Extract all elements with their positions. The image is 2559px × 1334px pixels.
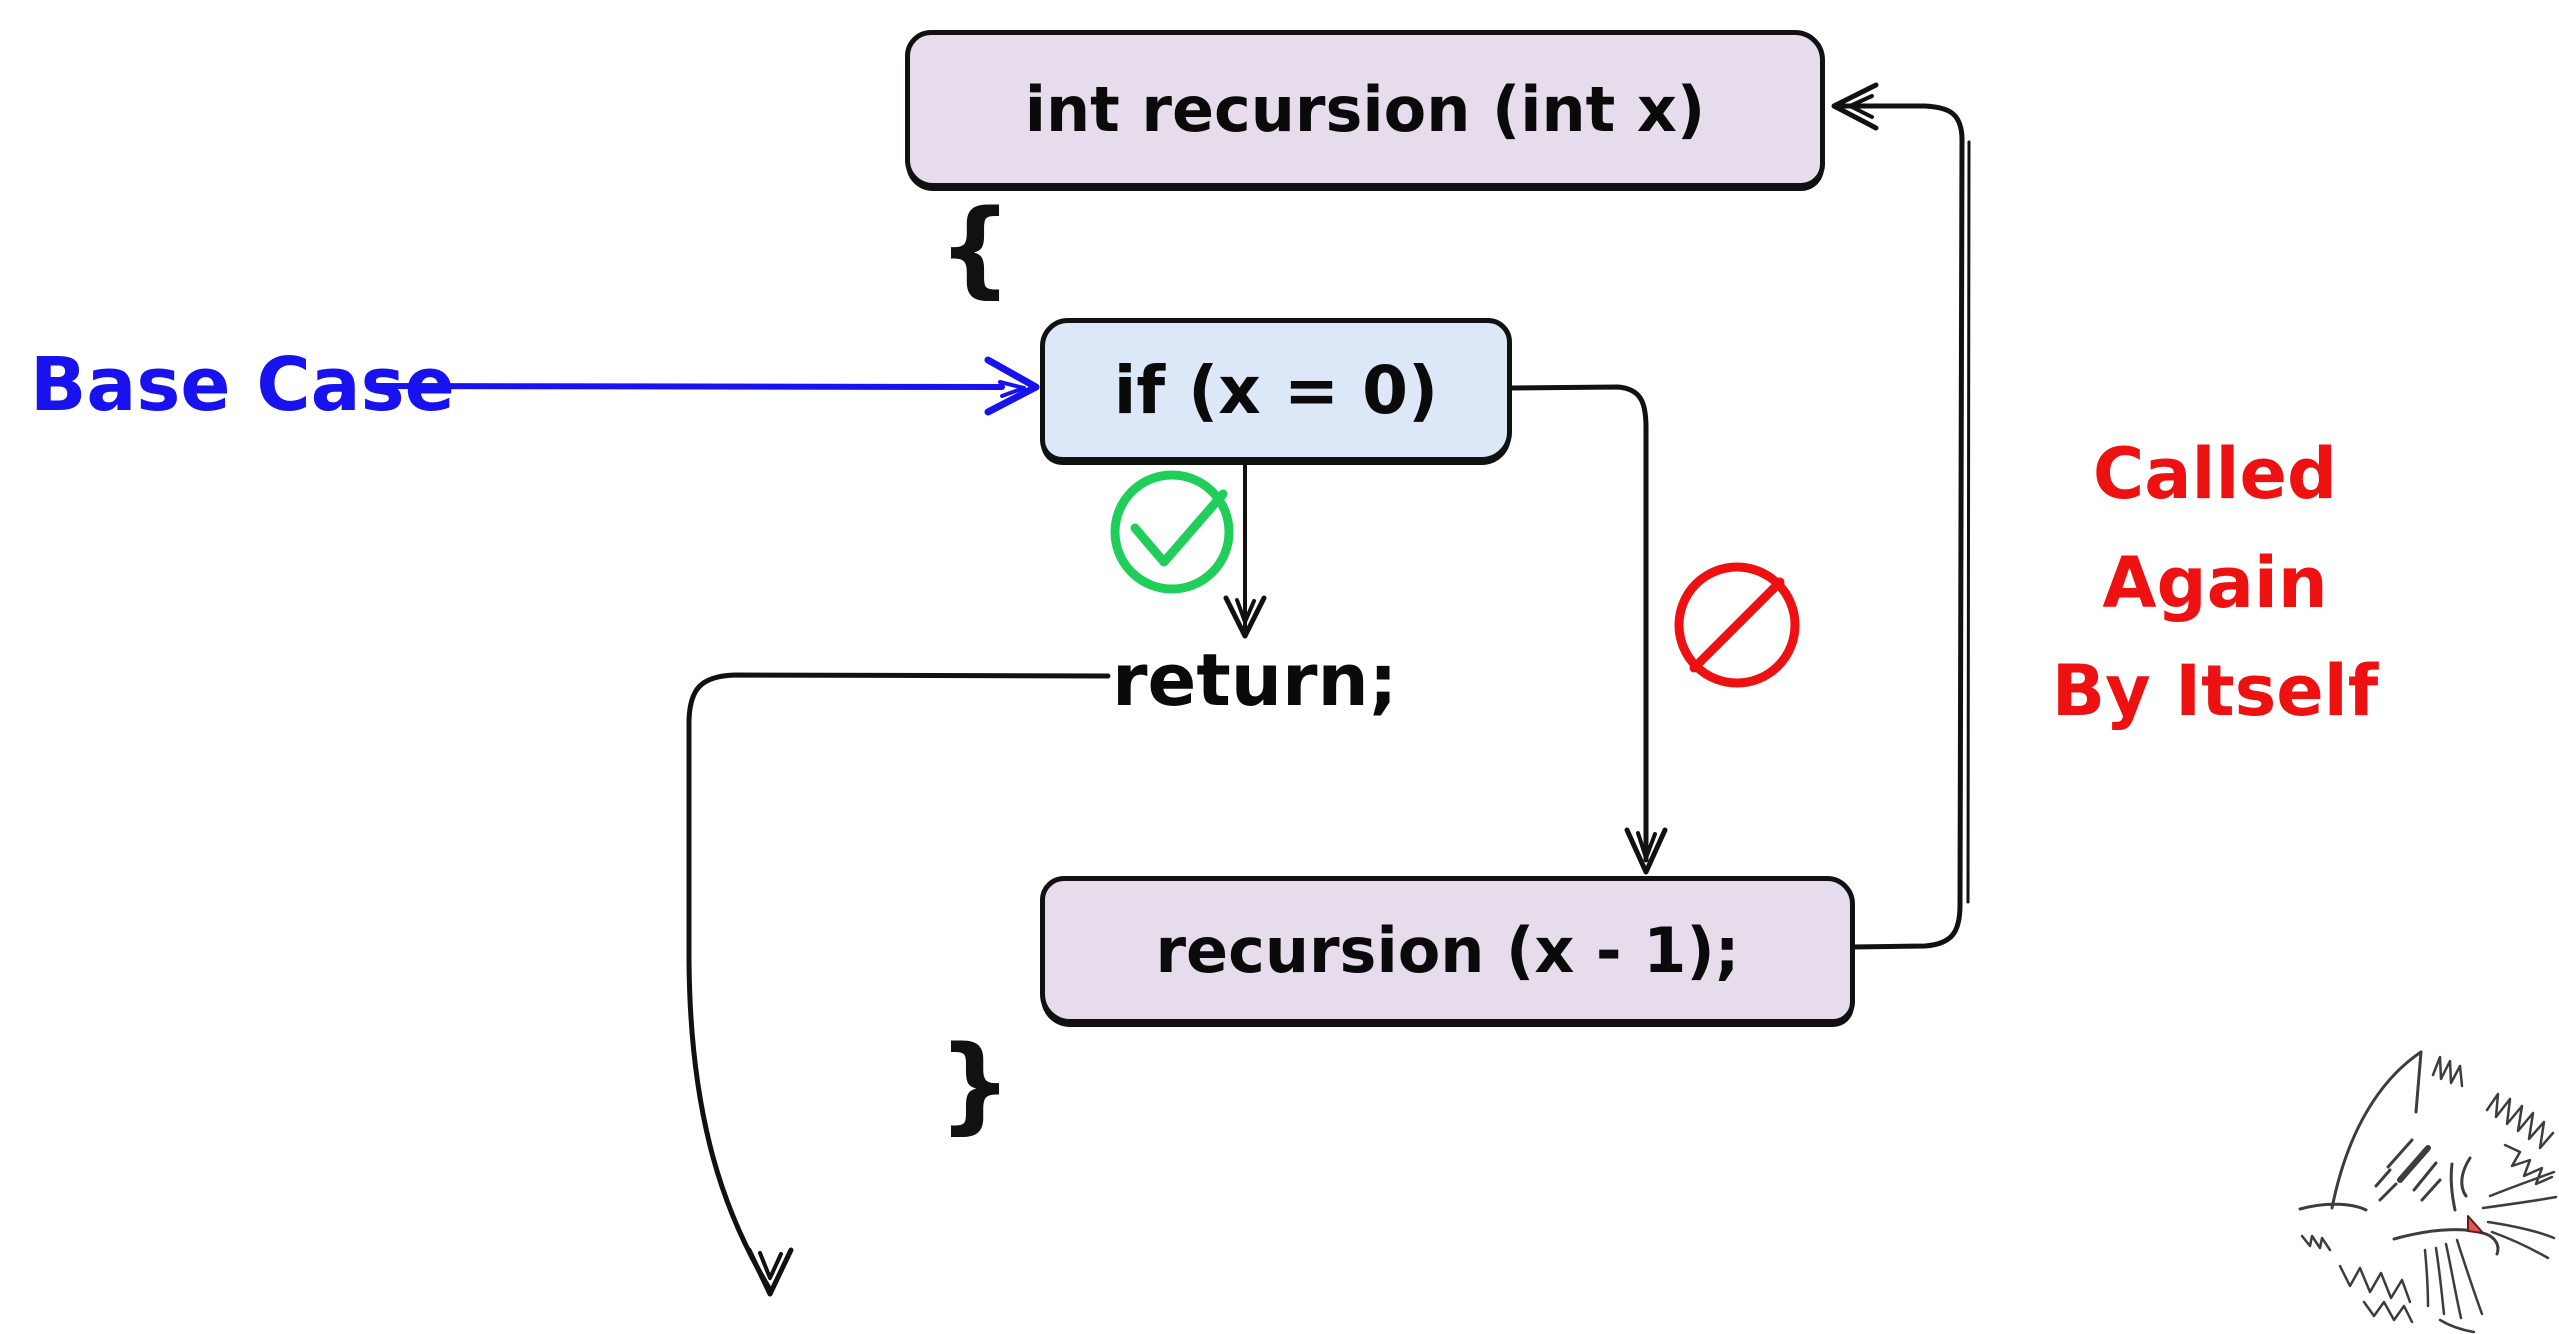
called-again-line1: Called Again (2092, 433, 2338, 624)
check-icon (1110, 470, 1234, 594)
called-again-line2: By Itself (2051, 650, 2379, 732)
false-branch-arrow (1507, 384, 1668, 875)
return-exit-arrow (686, 672, 1111, 1297)
true-branch-arrow (1223, 460, 1267, 639)
close-brace: } (938, 1023, 1013, 1145)
called-again-label: Called Again By Itself (1975, 420, 2455, 746)
if-condition-text: if (x = 0) (1113, 351, 1439, 429)
open-brace: { (938, 187, 1013, 309)
return-statement: return; (1112, 638, 1398, 722)
cat-sketch-icon (2298, 1050, 2558, 1334)
function-signature-box: int recursion (int x) (905, 30, 1825, 188)
base-case-label: Base Case (30, 342, 455, 428)
function-signature-text: int recursion (int x) (1024, 72, 1706, 146)
recursive-call-text: recursion (x - 1); (1155, 913, 1740, 987)
base-case-arrow (369, 356, 1040, 416)
if-condition-box: if (x = 0) (1040, 318, 1512, 462)
prohibition-icon (1674, 562, 1800, 688)
recursive-call-box: recursion (x - 1); (1040, 876, 1855, 1024)
cat-nose (2467, 1215, 2484, 1234)
recursive-loop-arrow (1831, 82, 1971, 950)
